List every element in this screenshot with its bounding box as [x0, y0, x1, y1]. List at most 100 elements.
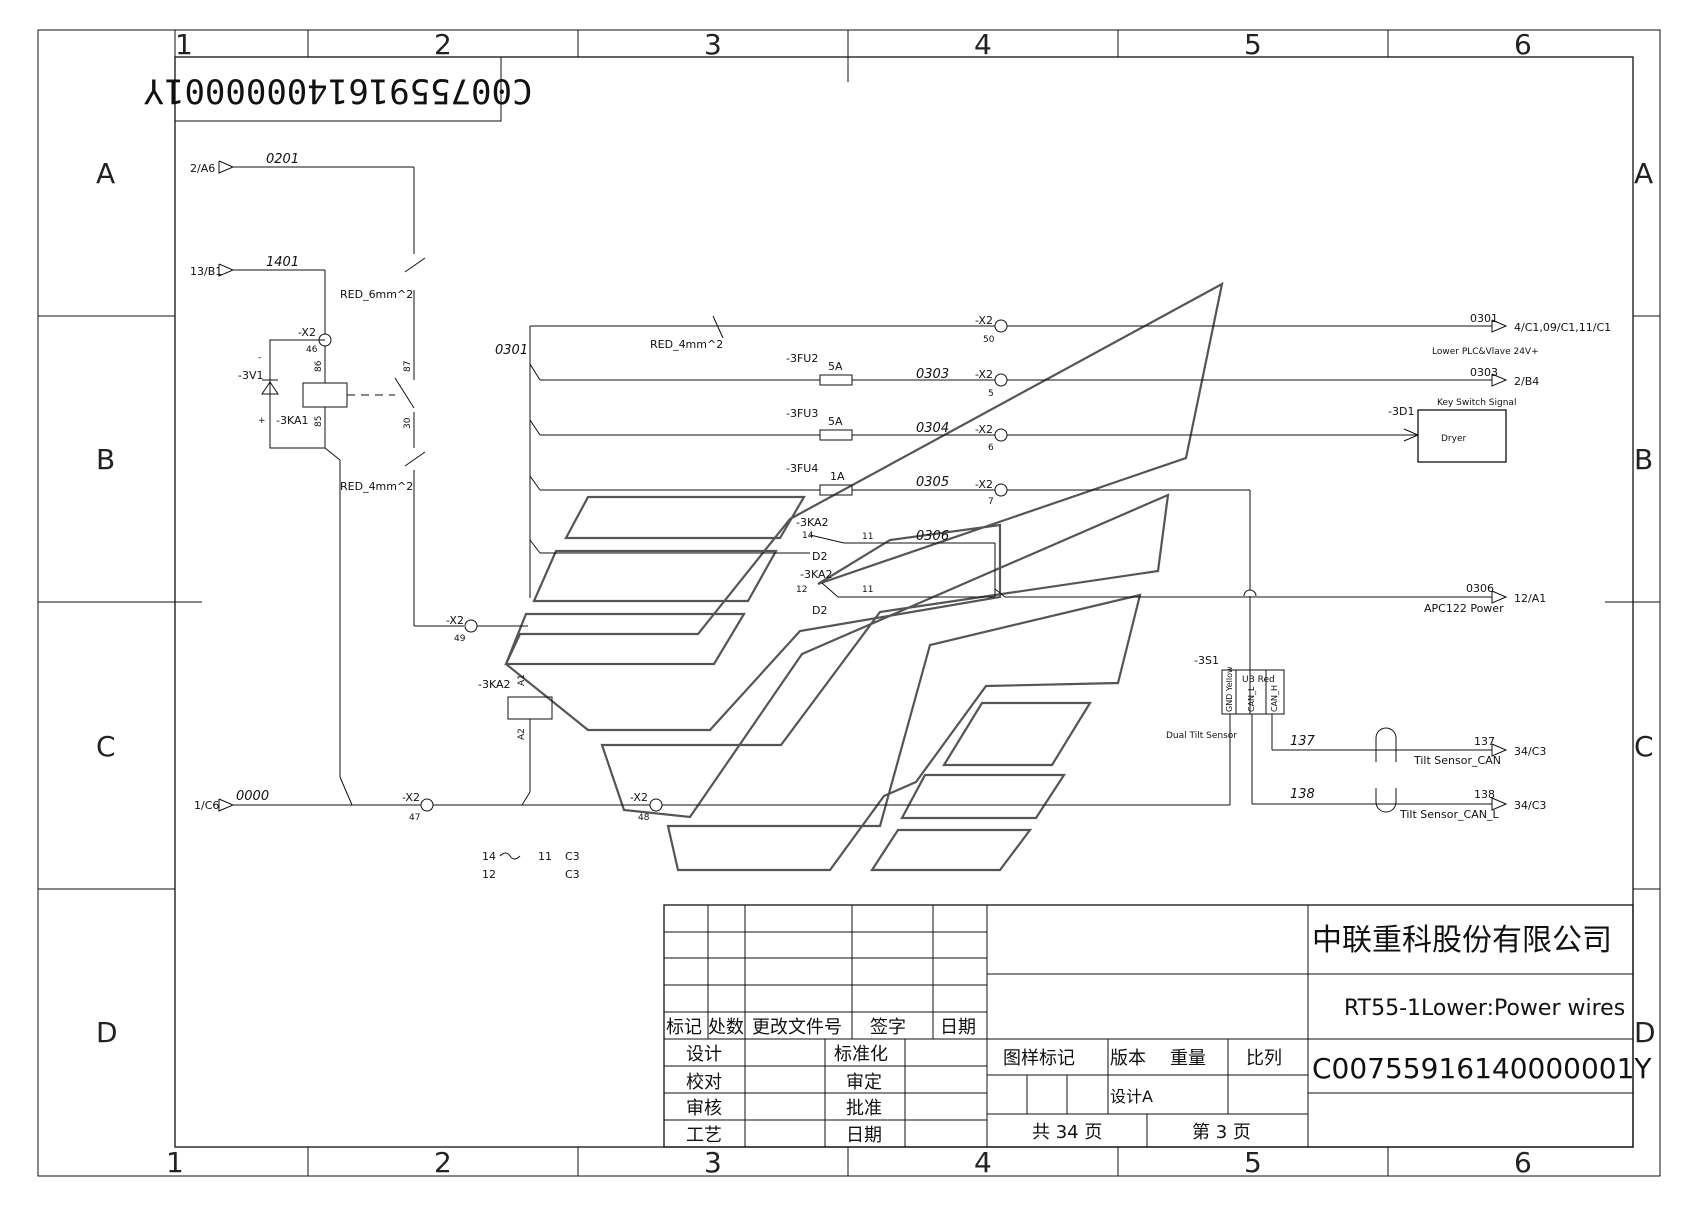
- zone-row-c-left: C: [96, 730, 116, 763]
- wire-0303-right: 0303: [1470, 366, 1498, 379]
- zone-col-6-top: 6: [1514, 28, 1532, 61]
- sensor-gnd-yellow: GND Yellow: [1225, 666, 1234, 712]
- terminal-49: 49: [454, 634, 466, 644]
- ref-13-b1: 13/B1: [190, 265, 222, 278]
- zone-row-d-right: D: [1634, 1016, 1656, 1049]
- terminal-48: 48: [638, 813, 650, 823]
- tb-company: 中联重科股份有限公司: [1312, 923, 1612, 958]
- fuse-3fu3-label: -3FU3: [786, 407, 818, 420]
- contact-ka2-pin-11-b: 11: [862, 585, 873, 595]
- wire-0306-right: 0306: [1466, 582, 1494, 595]
- terminal-x2-48-label: -X2: [630, 791, 648, 804]
- xref-14: 14: [482, 850, 496, 863]
- wire-0000: 0000: [236, 789, 269, 804]
- tb-col-count: 处数: [708, 1017, 744, 1038]
- ref-out-4-c1: 4/C1,09/C1,11/C1: [1514, 321, 1611, 334]
- tb-version: 版本: [1110, 1048, 1146, 1069]
- tb-weight: 重量: [1170, 1048, 1206, 1069]
- tb-audit: 审核: [686, 1098, 722, 1119]
- fuse-3fu2-rating: 5A: [828, 360, 843, 373]
- wire-0201: 0201: [266, 152, 299, 167]
- zone-labels: 1 2 3 4 5 6 1 2 3 4 5 6 A B C D A B C D: [96, 28, 1656, 1179]
- circuit-branches: -X2 50 0301 4/C1,09/C1,11/C1 Lower PLC&V…: [529, 312, 1611, 821]
- fuse-3fu2-label: -3FU2: [786, 352, 818, 365]
- sensor-can-h: CAN_H: [1270, 685, 1279, 712]
- zone-row-d-left: D: [96, 1016, 118, 1049]
- xref-11: 11: [538, 850, 552, 863]
- label-red-4mm-top: RED_4mm^2: [650, 338, 723, 351]
- wire-0303-left: 0303: [916, 367, 949, 382]
- zone-row-a-right: A: [1634, 157, 1653, 190]
- contact-ka2-d2-b: D2: [812, 604, 827, 617]
- terminal-50: 50: [983, 335, 995, 345]
- relay-pin-30: 30: [403, 417, 413, 429]
- wire-138-left: 138: [1290, 787, 1315, 802]
- label-tilt-sensor-can: Tilt Sensor_CAN: [1413, 754, 1501, 767]
- zone-col-1-top: 1: [175, 28, 193, 61]
- tb-date: 日期: [846, 1125, 882, 1146]
- tb-approve: 批准: [846, 1098, 882, 1119]
- zone-col-4-top: 4: [974, 28, 992, 61]
- sensor-3s1-label: -3S1: [1194, 654, 1219, 667]
- wire-0306-left: 0306: [916, 529, 949, 544]
- fuse-3fu4-label: -3FU4: [786, 462, 818, 475]
- wire-1401: 1401: [266, 255, 299, 270]
- tb-page-no: 第 3 页: [1192, 1122, 1251, 1143]
- wire-137-left: 137: [1290, 734, 1316, 749]
- tb-col-mark: 标记: [666, 1017, 702, 1038]
- terminal-6: 6: [988, 443, 994, 453]
- title-block: 标记 处数 更改文件号 签字 日期 设计 标准化 校对 审定 审核 批准 工艺 …: [663, 904, 1652, 1148]
- zone-col-5-bottom: 5: [1244, 1146, 1262, 1179]
- dryer-label: Dryer: [1441, 434, 1466, 444]
- ref-out-12-a1: 12/A1: [1514, 592, 1546, 605]
- wire-137-right: 137: [1474, 735, 1495, 748]
- zone-row-c-right: C: [1634, 730, 1654, 763]
- contact-ka2-pin-11-a: 11: [862, 532, 873, 542]
- coil-pin-a2: A2: [517, 728, 527, 740]
- ref-1-c6: 1/C6: [194, 799, 219, 812]
- zone-col-2-top: 2: [434, 28, 452, 61]
- wire-0304: 0304: [916, 421, 949, 436]
- tb-design: 设计: [686, 1044, 722, 1065]
- zone-row-a-left: A: [96, 157, 115, 190]
- sensor-can-l: CAN_L: [1247, 686, 1256, 712]
- terminal-5: 5: [988, 389, 994, 399]
- sensor-ub-red: UB Red: [1242, 675, 1275, 685]
- wire-0305: 0305: [916, 475, 949, 490]
- tb-review: 审定: [846, 1072, 882, 1093]
- zone-row-b-left: B: [96, 443, 115, 476]
- watermark-logo: [504, 281, 1224, 872]
- tb-col-doc: 更改文件号: [752, 1017, 842, 1038]
- terminal-46: 46: [306, 345, 318, 355]
- terminal-x2-50-label: -X2: [975, 314, 993, 327]
- wire-0301-left: 0301: [495, 343, 528, 358]
- label-tilt-sensor-can-l: Tilt Sensor_CAN_L: [1399, 808, 1499, 821]
- fuse-3fu4-rating: 1A: [830, 470, 845, 483]
- circuit-left: 2/A6 0201 RED_6mm^2 87 30 RED_4mm^2 -X2 …: [190, 152, 1231, 881]
- tb-sample-mark: 图样标记: [1003, 1048, 1075, 1069]
- tb-col-date: 日期: [940, 1017, 976, 1038]
- zone-col-1-bottom: 1: [166, 1146, 184, 1179]
- relay-pin-87: 87: [403, 361, 413, 372]
- ref-out-34-c3-a: 34/C3: [1514, 745, 1546, 758]
- zone-col-5-top: 5: [1244, 28, 1262, 61]
- zone-col-3-bottom: 3: [704, 1146, 722, 1179]
- zone-row-b-right: B: [1634, 443, 1653, 476]
- tb-drawing-no: C00755916140000001Y: [1312, 1052, 1652, 1085]
- terminal-x2-7-label: -X2: [975, 478, 993, 491]
- contact-ka2-pin-14: 14: [802, 531, 814, 541]
- contact-ka2-no-label: -3KA2: [796, 516, 829, 529]
- stamp-code-text: C00755916140000001Y: [144, 71, 533, 111]
- xref-12: 12: [482, 868, 496, 881]
- zone-col-3-top: 3: [704, 28, 722, 61]
- svg-text:-: -: [258, 353, 261, 363]
- wire-138-right: 138: [1474, 788, 1495, 801]
- xref-c3-a: C3: [565, 850, 580, 863]
- tb-total-pages: 共 34 页: [1032, 1122, 1102, 1143]
- tb-col-sign: 签字: [870, 1017, 906, 1038]
- tb-check: 校对: [686, 1072, 722, 1093]
- zone-col-6-bottom: 6: [1514, 1146, 1532, 1179]
- label-red-4mm-left: RED_4mm^2: [340, 480, 413, 493]
- wire-0301-right: 0301: [1470, 312, 1498, 325]
